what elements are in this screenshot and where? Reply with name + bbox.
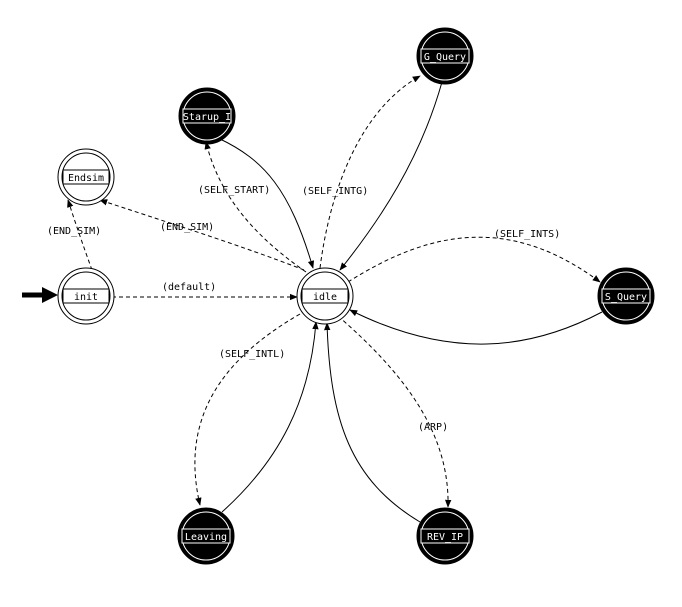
transition-end-sim-idle[interactable] <box>99 199 305 271</box>
state-starup[interactable]: Starup_I <box>178 87 236 145</box>
state-label-squery: S_Query <box>605 292 647 303</box>
transition-label-self-intl: (SELF_INTL) <box>219 349 285 360</box>
state-gquery[interactable]: G_Query <box>416 27 474 85</box>
transition-label-arp: (ARP) <box>418 422 448 433</box>
transition-starup-return[interactable] <box>217 137 315 269</box>
state-squery[interactable]: S_Query <box>597 267 655 325</box>
transition-label-self-start: (SELF_START) <box>198 185 270 196</box>
transition-self-ints[interactable] <box>347 236 601 283</box>
state-label-revip: REV_IP <box>427 532 463 543</box>
state-label-endsim: Endsim <box>68 173 104 184</box>
transition-label-default: (default) <box>162 282 216 293</box>
state-label-leaving: Leaving <box>185 532 227 543</box>
state-label-idle: idle <box>313 292 337 303</box>
transition-squery-return[interactable] <box>349 309 603 345</box>
state-label-gquery: G_Query <box>424 52 466 63</box>
transition-self-start[interactable] <box>204 141 307 273</box>
transition-label-end-sim-init: (END_SIM) <box>47 226 101 237</box>
transition-label-self-ints: (SELF_INTS) <box>494 229 560 240</box>
state-init[interactable]: init <box>57 267 115 325</box>
transition-leaving-return[interactable] <box>221 321 319 513</box>
state-label-init: init <box>74 292 98 303</box>
transition-revip-return[interactable] <box>324 322 421 523</box>
state-idle[interactable]: idle <box>296 267 354 325</box>
transition-self-intl[interactable] <box>194 313 301 506</box>
transition-end-sim-init[interactable] <box>67 199 93 271</box>
state-leaving[interactable]: Leaving <box>177 507 235 565</box>
transition-arp[interactable] <box>337 315 452 508</box>
transition-label-self-intg: (SELF_INTG) <box>302 186 368 197</box>
transition-self-intg[interactable] <box>319 75 421 269</box>
state-label-starup: Starup_I <box>183 112 231 123</box>
transition-gquery-return[interactable] <box>339 81 443 271</box>
initial-state-arrow <box>22 287 58 303</box>
transition-label-end-sim-idle: (END_SIM) <box>160 222 214 233</box>
state-endsim[interactable]: Endsim <box>57 148 115 206</box>
state-revip[interactable]: REV_IP <box>416 507 474 565</box>
